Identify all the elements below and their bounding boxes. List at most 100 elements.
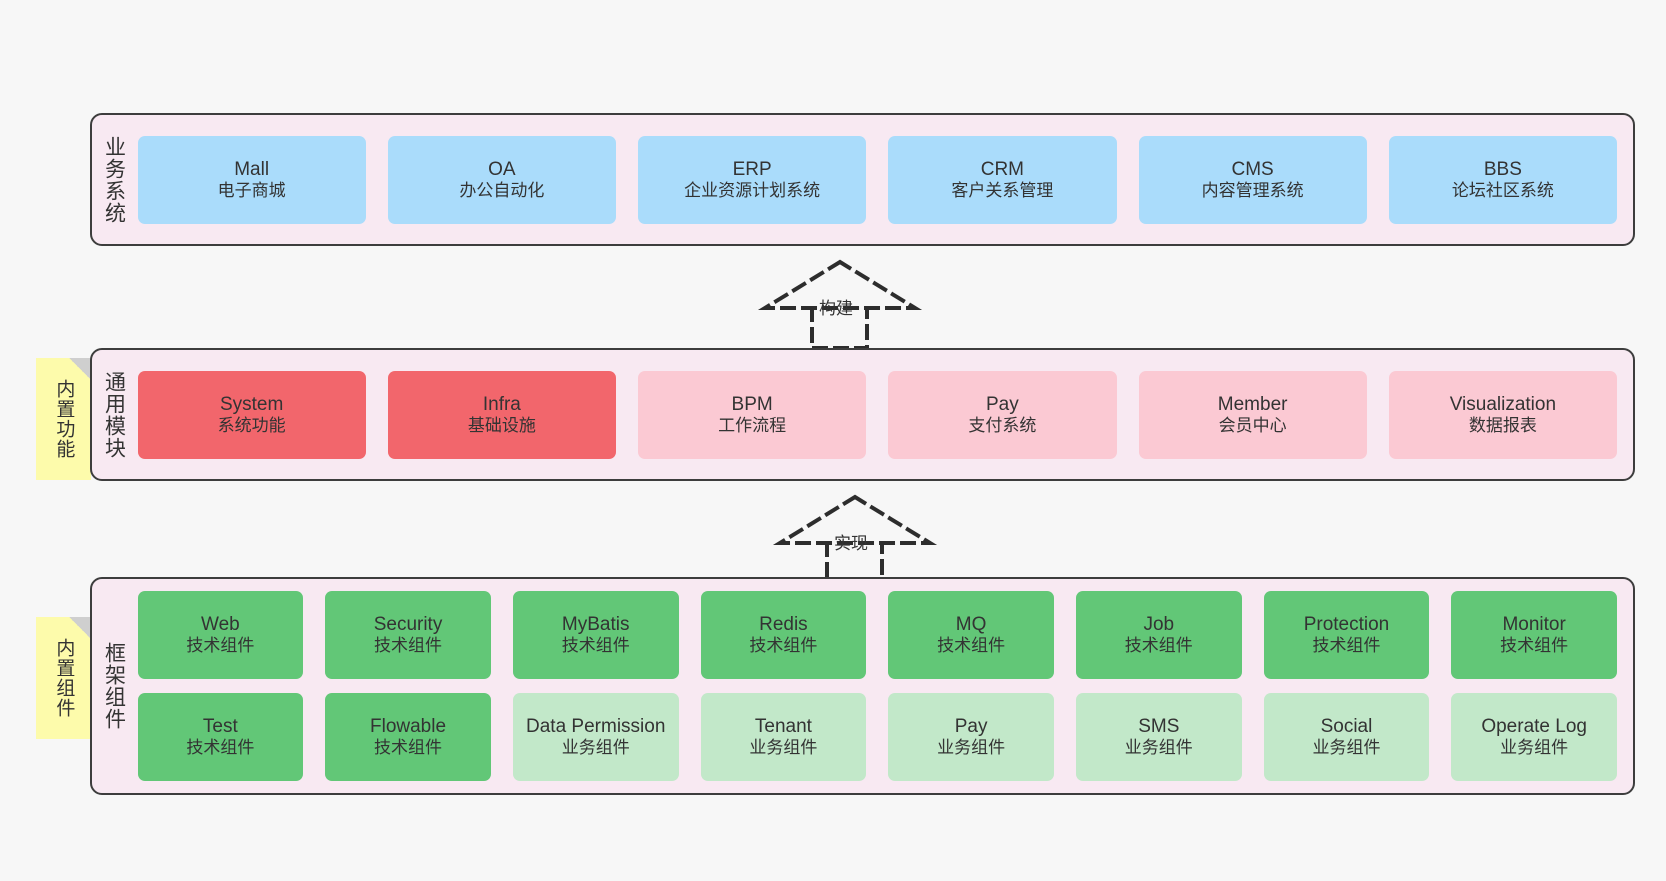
- node-system[interactable]: System 系统功能: [137, 370, 366, 459]
- node-subtitle: 技术组件: [1312, 636, 1381, 656]
- node-title: Web: [200, 614, 240, 636]
- node-title: MyBatis: [561, 614, 630, 636]
- node-title: SMS: [1138, 716, 1180, 738]
- node-title: CRM: [980, 158, 1025, 180]
- node-subtitle: 技术组件: [561, 636, 630, 656]
- node-pay-module[interactable]: Pay 支付系统: [888, 370, 1117, 459]
- node-subtitle: 业务组件: [1124, 738, 1193, 758]
- node-title: Redis: [759, 614, 808, 636]
- node-subtitle: 技术组件: [186, 738, 255, 758]
- node-subtitle: 数据报表: [1468, 415, 1537, 435]
- note-builtin-function[interactable]: 内置功能: [36, 358, 91, 480]
- node-title: Job: [1143, 614, 1175, 636]
- node-erp[interactable]: ERP 企业资源计划系统: [638, 135, 867, 224]
- node-title: OA: [488, 158, 516, 180]
- node-subtitle: 电子商城: [217, 180, 286, 200]
- business-system-node-grid: Mall 电子商城 OA 办公自动化 ERP 企业资源计划系统 CRM 客户关系…: [132, 115, 1633, 244]
- node-subtitle: 业务组件: [1312, 738, 1381, 758]
- note-builtin-component[interactable]: 内置组件: [36, 617, 91, 739]
- node-infra[interactable]: Infra 基础设施: [387, 370, 616, 459]
- node-subtitle: 技术组件: [749, 636, 818, 656]
- node-bpm[interactable]: BPM 工作流程: [638, 370, 867, 459]
- connector-implement: 实现: [770, 493, 950, 585]
- node-subtitle: 企业资源计划系统: [684, 180, 821, 200]
- node-crm[interactable]: CRM 客户关系管理: [888, 135, 1117, 224]
- node-subtitle: 技术组件: [374, 738, 443, 758]
- node-subtitle: 支付系统: [968, 415, 1037, 435]
- node-monitor[interactable]: Monitor 技术组件: [1451, 591, 1617, 679]
- node-subtitle: 业务组件: [937, 738, 1006, 758]
- node-title: MQ: [955, 614, 987, 636]
- common-module-node-grid: System 系统功能 Infra 基础设施 BPM 工作流程 Pay 支付系统…: [132, 350, 1633, 479]
- node-subtitle: 业务组件: [561, 738, 630, 758]
- layer-title-common-module: 通用模块: [102, 370, 126, 459]
- node-title: Operate Log: [1481, 716, 1587, 738]
- node-pay-component[interactable]: Pay 业务组件: [888, 693, 1054, 781]
- node-data-permission[interactable]: Data Permission 业务组件: [512, 693, 679, 781]
- node-title: Pay: [954, 716, 988, 738]
- node-title: BPM: [731, 393, 773, 415]
- folded-corner-icon: [69, 617, 91, 639]
- node-title: Pay: [986, 393, 1019, 415]
- node-mall[interactable]: Mall 电子商城: [137, 135, 366, 224]
- framework-component-node-grid: Web 技术组件 Security 技术组件 MyBatis 技术组件 Redi…: [132, 579, 1633, 793]
- layer-common-module[interactable]: 通用模块 System 系统功能 Infra 基础设施 BPM 工作流程 Pay…: [90, 348, 1635, 481]
- layer-title-business-system: 业务系统: [102, 135, 126, 224]
- node-bbs[interactable]: BBS 论坛社区系统: [1388, 135, 1617, 224]
- connector-build-label: 构建: [819, 299, 853, 318]
- node-sms[interactable]: SMS 业务组件: [1075, 693, 1242, 781]
- node-title: Social: [1320, 716, 1373, 738]
- node-title: Mall: [234, 158, 270, 180]
- node-title: Infra: [482, 393, 521, 415]
- folded-corner-icon: [69, 358, 91, 380]
- node-subtitle: 技术组件: [1124, 636, 1193, 656]
- connector-build: 构建: [755, 258, 935, 350]
- connector-implement-label: 实现: [834, 534, 868, 553]
- node-social[interactable]: Social 业务组件: [1263, 693, 1430, 781]
- node-test[interactable]: Test 技术组件: [137, 693, 304, 781]
- layer-title-framework-component: 框架组件: [102, 642, 126, 730]
- layer-business-system[interactable]: 业务系统 Mall 电子商城 OA 办公自动化 ERP 企业资源计划系统 CRM…: [90, 113, 1635, 246]
- node-subtitle: 客户关系管理: [951, 180, 1054, 200]
- node-security[interactable]: Security 技术组件: [325, 591, 491, 679]
- note-builtin-function-label: 内置功能: [53, 379, 75, 459]
- node-redis[interactable]: Redis 技术组件: [700, 591, 867, 679]
- note-builtin-component-label: 内置组件: [53, 638, 75, 718]
- node-protection[interactable]: Protection 技术组件: [1263, 591, 1430, 679]
- node-subtitle: 系统功能: [217, 415, 286, 435]
- node-subtitle: 基础设施: [467, 415, 536, 435]
- node-subtitle: 技术组件: [937, 636, 1006, 656]
- node-title: System: [219, 393, 284, 415]
- node-title: Monitor: [1502, 614, 1566, 636]
- node-title: BBS: [1483, 158, 1522, 180]
- node-mq[interactable]: MQ 技术组件: [888, 591, 1054, 679]
- node-subtitle: 办公自动化: [459, 180, 545, 200]
- node-subtitle: 工作流程: [718, 415, 787, 435]
- node-subtitle: 技术组件: [374, 636, 443, 656]
- node-cms[interactable]: CMS 内容管理系统: [1138, 135, 1367, 224]
- node-flowable[interactable]: Flowable 技术组件: [325, 693, 491, 781]
- node-web[interactable]: Web 技术组件: [137, 591, 304, 679]
- node-visualization[interactable]: Visualization 数据报表: [1388, 370, 1617, 459]
- node-title: CMS: [1231, 158, 1274, 180]
- node-mybatis[interactable]: MyBatis 技术组件: [512, 591, 679, 679]
- layer-framework-component[interactable]: 框架组件 Web 技术组件 Security 技术组件 MyBatis 技术组件…: [90, 577, 1635, 795]
- node-title: Test: [202, 716, 238, 738]
- node-tenant[interactable]: Tenant 业务组件: [700, 693, 867, 781]
- node-operate-log[interactable]: Operate Log 业务组件: [1451, 693, 1617, 781]
- node-subtitle: 会员中心: [1218, 415, 1287, 435]
- node-member[interactable]: Member 会员中心: [1138, 370, 1367, 459]
- node-title: Flowable: [370, 716, 447, 738]
- node-subtitle: 技术组件: [1500, 636, 1569, 656]
- node-subtitle: 内容管理系统: [1201, 180, 1304, 200]
- node-subtitle: 技术组件: [186, 636, 255, 656]
- node-title: Member: [1217, 393, 1288, 415]
- node-title: ERP: [732, 158, 772, 180]
- node-title: Security: [373, 614, 443, 636]
- node-subtitle: 论坛社区系统: [1451, 180, 1554, 200]
- node-oa[interactable]: OA 办公自动化: [387, 135, 616, 224]
- node-subtitle: 业务组件: [1500, 738, 1569, 758]
- node-title: Protection: [1303, 614, 1390, 636]
- node-job[interactable]: Job 技术组件: [1075, 591, 1242, 679]
